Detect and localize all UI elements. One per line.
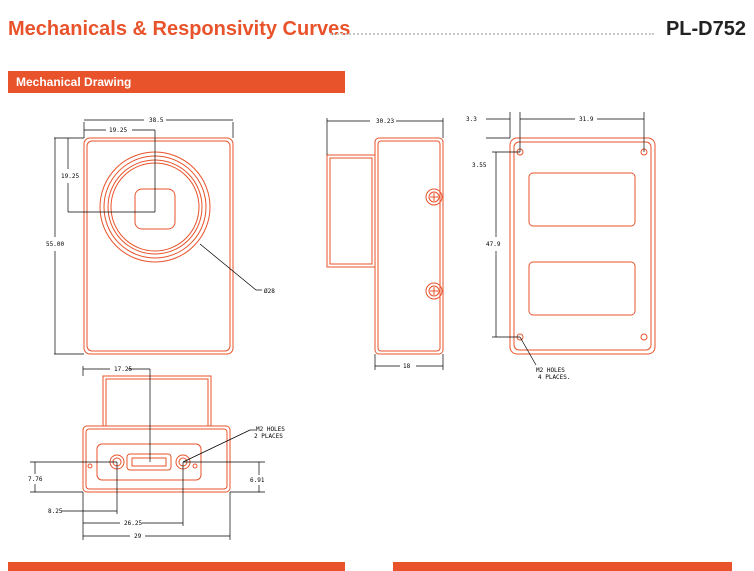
dim-bottom-center-x: 17.25 xyxy=(114,366,132,373)
back-holes-note-line2: 4 PLACES. xyxy=(538,374,571,381)
dim-bottom-width: 29 xyxy=(134,533,142,540)
dim-back-hole-spacing-x: 31.9 xyxy=(579,116,594,123)
dim-back-hole-offset-y: 3.55 xyxy=(472,162,487,169)
bottom-view: 17.25 7.76 6.91 8.25 26.25 29 M2 HOLES 2… xyxy=(28,366,285,540)
page-title: Mechanicals & Responsivity Curves xyxy=(8,18,351,40)
dim-front-height: 55.00 xyxy=(46,241,64,248)
back-view: 3.3 31.9 3.55 47.9 M2 HOLES 4 PLACES. xyxy=(466,112,656,381)
dim-side-bottom: 18 xyxy=(403,363,411,370)
dim-back-hole-spacing-y: 47.9 xyxy=(486,241,501,248)
front-view: 38.5 19.25 19.25 55.00 Ø28 xyxy=(46,117,275,355)
dim-front-center-x: 19.25 xyxy=(109,127,127,134)
dim-bottom-right-h: 6.91 xyxy=(250,477,265,484)
model-name: PL-D752 xyxy=(665,18,746,40)
footer-bar-left xyxy=(8,562,345,571)
back-holes-note-line1: M2 HOLES xyxy=(536,367,565,374)
dim-side-depth: 30.23 xyxy=(376,118,394,125)
dim-front-center-y: 19.25 xyxy=(61,173,79,180)
dim-lens-diameter: Ø28 xyxy=(264,288,275,295)
section-title-bar: Mechanical Drawing xyxy=(8,71,345,93)
dim-bottom-left-h: 7.76 xyxy=(28,476,43,483)
header-dotted-leader xyxy=(330,33,654,35)
side-screw-top xyxy=(425,188,443,206)
side-view: 30.23 18 xyxy=(326,118,444,370)
dim-front-width: 38.5 xyxy=(149,117,164,124)
bottom-holes-note-line1: M2 HOLES xyxy=(256,426,285,433)
dim-bottom-hole1-x: 8.25 xyxy=(48,508,63,515)
dim-bottom-hole2-x: 26.25 xyxy=(124,520,142,527)
side-screw-bottom xyxy=(425,282,443,300)
footer-bar-right xyxy=(393,562,732,571)
page-header: Mechanicals & Responsivity Curves PL-D75… xyxy=(8,16,746,46)
bottom-holes-note-line2: 2 PLACES xyxy=(254,433,283,440)
dim-back-edge: 3.3 xyxy=(466,116,477,123)
